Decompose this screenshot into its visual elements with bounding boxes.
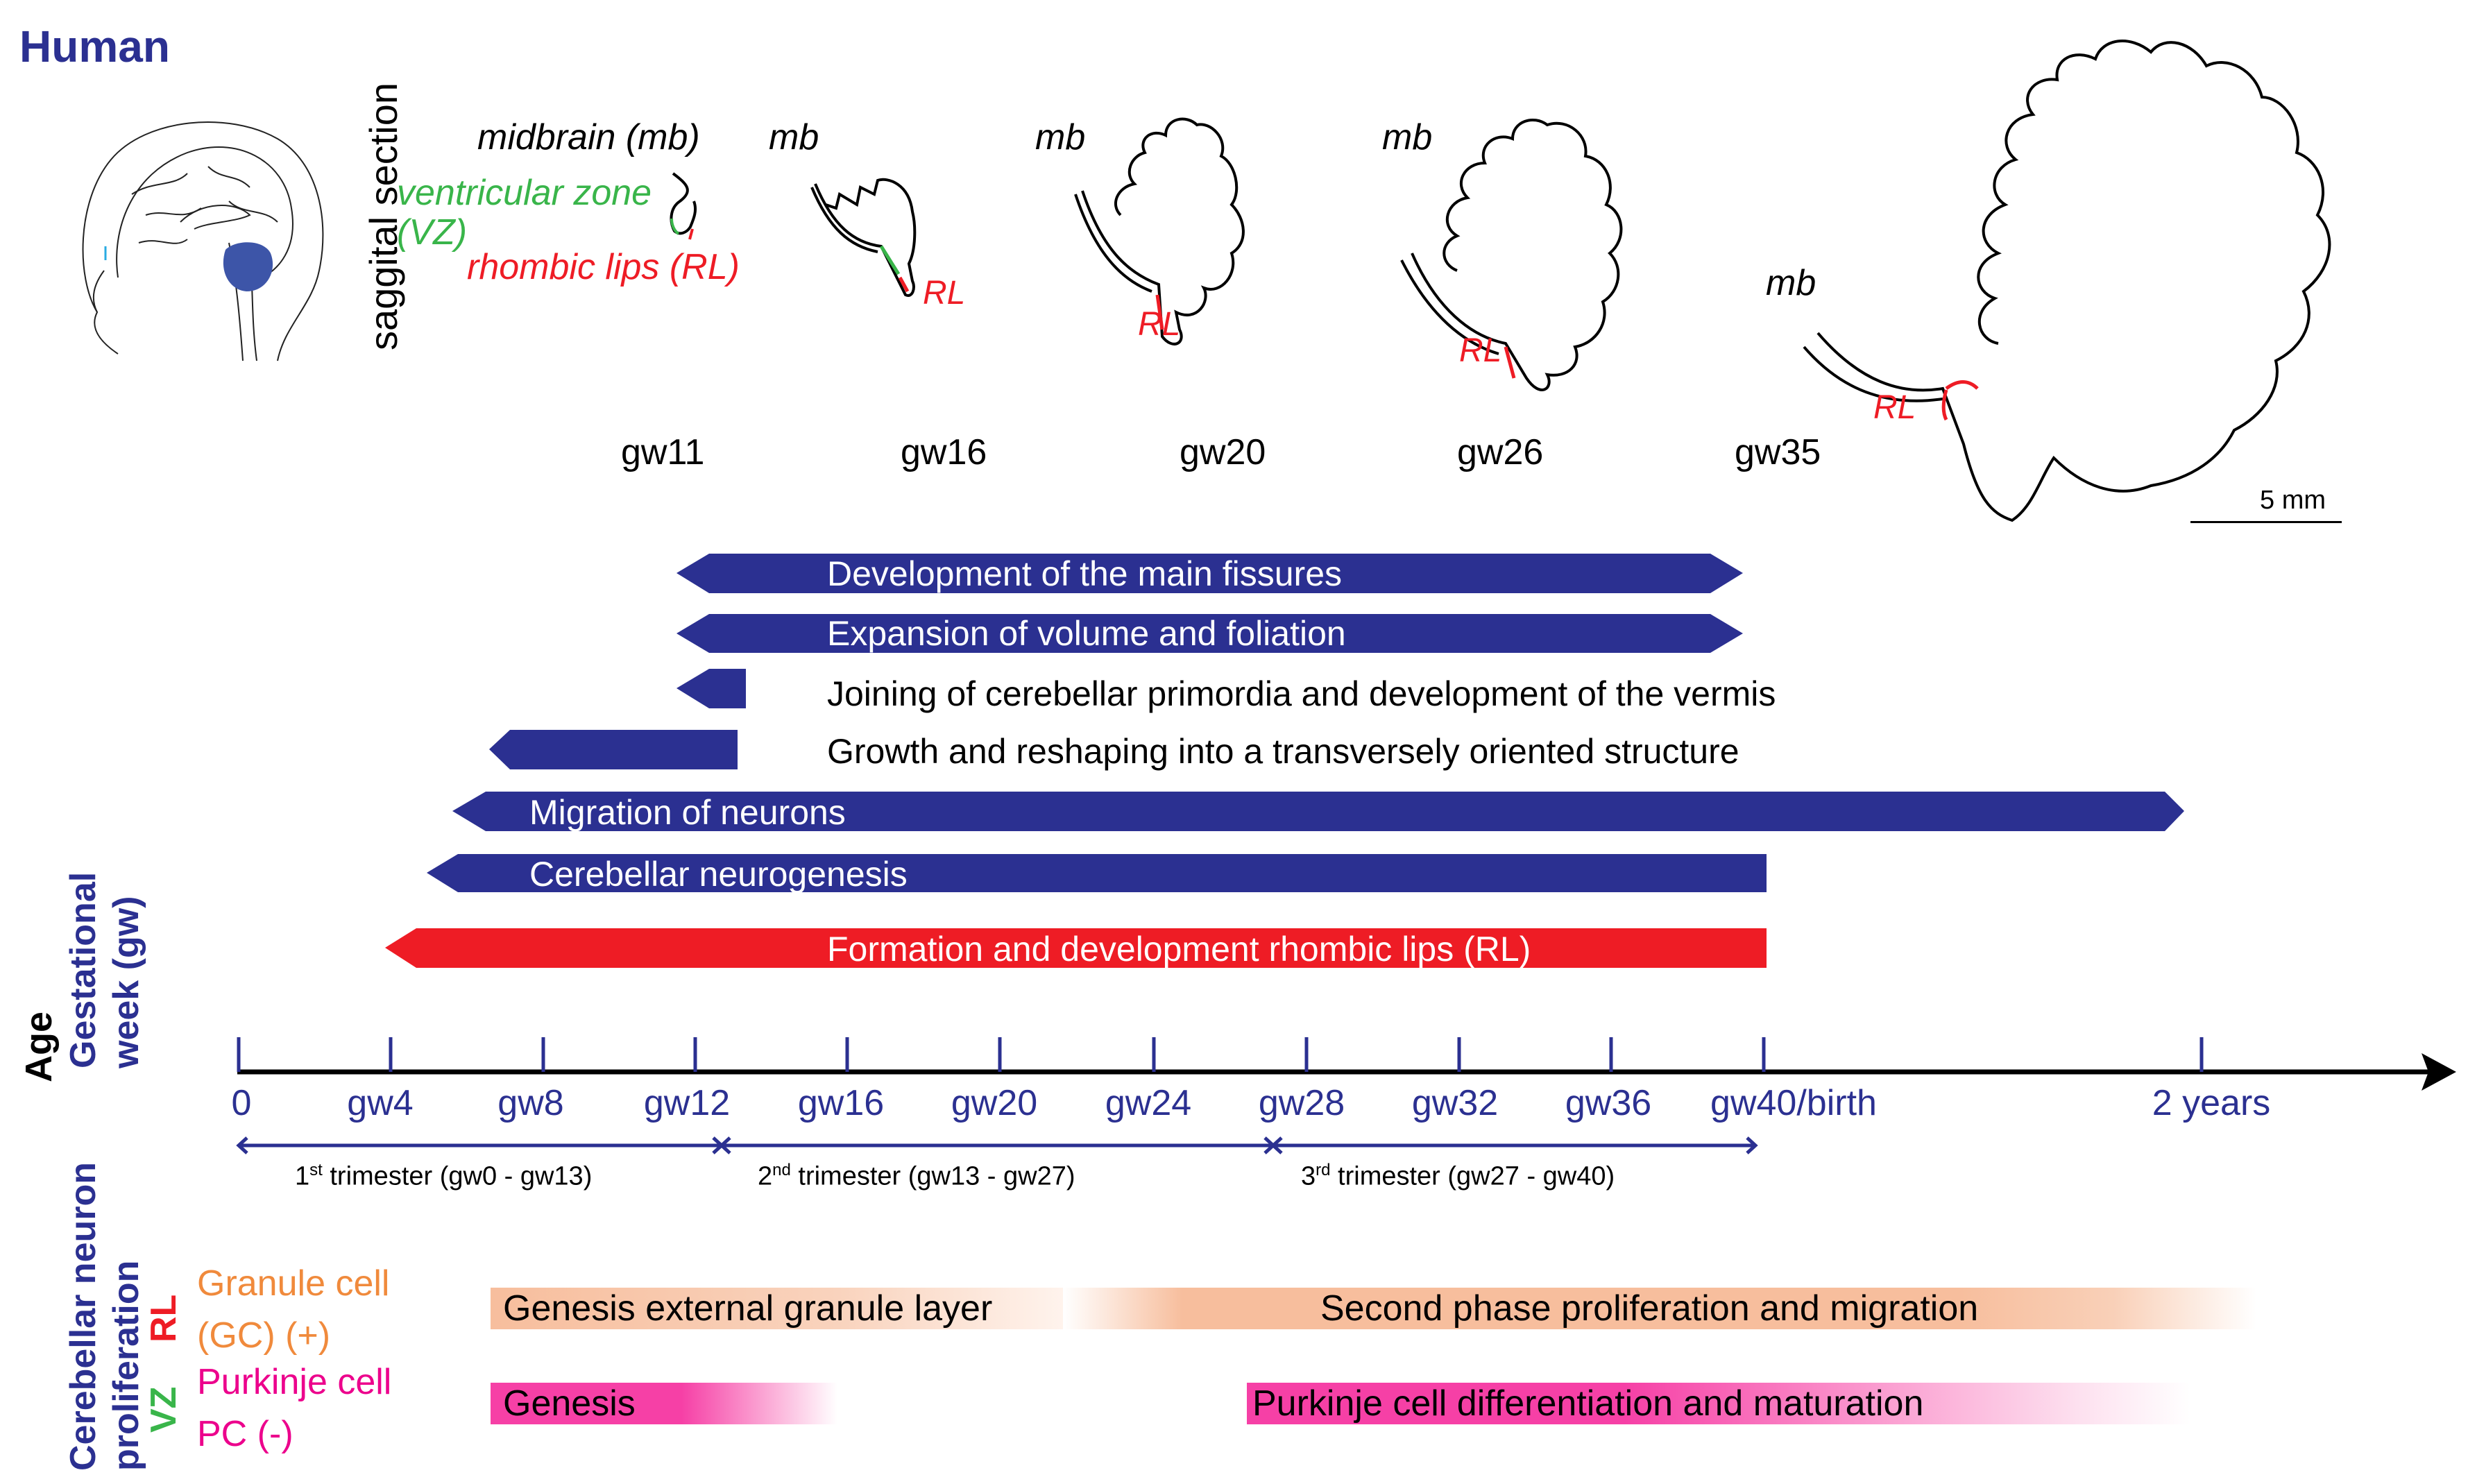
stage-label-gw16: gw16 <box>901 432 987 472</box>
tick-label-gw4: gw4 <box>347 1083 414 1123</box>
cerebellum-gw20 <box>1074 117 1245 346</box>
granule-genesis-label: Genesis external granule layer <box>503 1288 993 1329</box>
midbrain-label: midbrain (mb) <box>477 117 700 157</box>
event-label-rhombic-lips: Formation and development rhombic lips (… <box>827 930 1531 969</box>
figure-title: Human <box>19 22 170 71</box>
rl-label-gw35: RL <box>1873 389 1916 426</box>
tick-label-gw12: gw12 <box>643 1083 731 1123</box>
event-label-neurogenesis: Cerebellar neurogenesis <box>529 855 908 894</box>
granule-second-phase-label: Second phase proliferation and migration <box>1320 1288 1979 1329</box>
event-label-migration: Migration of neurons <box>529 793 846 832</box>
purkinje-genesis-bar <box>491 1383 837 1424</box>
tick-label-gw28: gw28 <box>1258 1083 1345 1123</box>
rl-tag: RL <box>144 1294 184 1342</box>
stage-label-gw26: gw26 <box>1457 432 1544 472</box>
cerebellum-gw35 <box>1803 40 2331 522</box>
granule-cell-label: Granule cell <box>197 1263 390 1304</box>
purkinje-differentiation-bar <box>1247 1383 2190 1424</box>
stage-label-gw11: gw11 <box>621 432 705 472</box>
purkinje-genesis-label: Genesis <box>503 1383 636 1424</box>
trimester-2-label: 2nd trimester (gw13 - gw27) <box>758 1161 1075 1191</box>
tick-label-2-years: 2 years <box>2152 1083 2271 1123</box>
stage-label-gw35: gw35 <box>1735 432 1821 472</box>
purkinje-differentiation-label: Purkinje cell differentiation and matura… <box>1252 1383 1924 1424</box>
tick-label-gw20: gw20 <box>951 1083 1038 1123</box>
granule-second-phase-bar <box>1063 1288 2256 1329</box>
event-label-joining-primordia: Joining of cerebellar primordia and deve… <box>827 674 1776 713</box>
ventricular-zone-label: ventricular zone <box>397 173 652 213</box>
proliferation-section-label: Cerebellar neuron <box>63 1161 103 1471</box>
mb-label-gw20: mb <box>1035 117 1086 157</box>
event-label-volume-foliation: Expansion of volume and foliation <box>827 614 1346 653</box>
scale-bar-label: 5 mm <box>2260 486 2326 515</box>
purkinje-cell-label-2: PC (-) <box>197 1414 293 1454</box>
axis-arrow-head <box>2422 1053 2456 1091</box>
cerebellum-gw11 <box>670 172 697 240</box>
vz-abbrev-label: (VZ) <box>397 212 468 253</box>
mb-label-gw16: mb <box>769 117 819 157</box>
proliferation-section-label-2: proliferation <box>106 1260 146 1471</box>
scale-bar-line <box>2190 521 2342 523</box>
rl-label-gw26: RL <box>1459 332 1502 369</box>
tick-label-gw32: gw32 <box>1411 1083 1499 1123</box>
rhombic-lips-label: rhombic lips (RL) <box>467 247 740 287</box>
cerebellum-gw26 <box>1400 118 1623 391</box>
mb-label-gw35: mb <box>1766 263 1816 303</box>
purkinje-cell-label: Purkinje cell <box>197 1362 392 1402</box>
rl-label-gw20: RL <box>1138 306 1181 343</box>
granule-genesis-bar <box>491 1288 1070 1329</box>
tick-label-gw24: gw24 <box>1105 1083 1192 1123</box>
granule-cell-label-2: (GC) (+) <box>197 1315 331 1356</box>
event-label-growth-reshaping: Growth and reshaping into a transversely… <box>827 732 1739 771</box>
stage-label-gw20: gw20 <box>1180 432 1266 472</box>
event-label-main-fissures: Development of the main fissures <box>827 554 1343 593</box>
rl-label-gw16: RL <box>923 275 966 312</box>
trimester-1-label: 1st trimester (gw0 - gw13) <box>295 1161 593 1191</box>
tick-label-gw16: gw16 <box>797 1083 885 1123</box>
tick-label-0: 0 <box>231 1083 252 1123</box>
cerebellum-highlight <box>223 242 273 291</box>
cerebellum-gw16 <box>810 178 917 297</box>
tick-label-gw36: gw36 <box>1565 1083 1652 1123</box>
vz-tag: VZ <box>144 1386 184 1433</box>
trimester-3-label: 3rd trimester (gw27 - gw40) <box>1301 1161 1615 1191</box>
head-sagittal-illustration <box>82 121 324 361</box>
mb-label-gw26: mb <box>1382 117 1433 157</box>
tick-label-gw40-birth: gw40/birth <box>1710 1083 1877 1123</box>
tick-label-gw8: gw8 <box>497 1083 564 1123</box>
